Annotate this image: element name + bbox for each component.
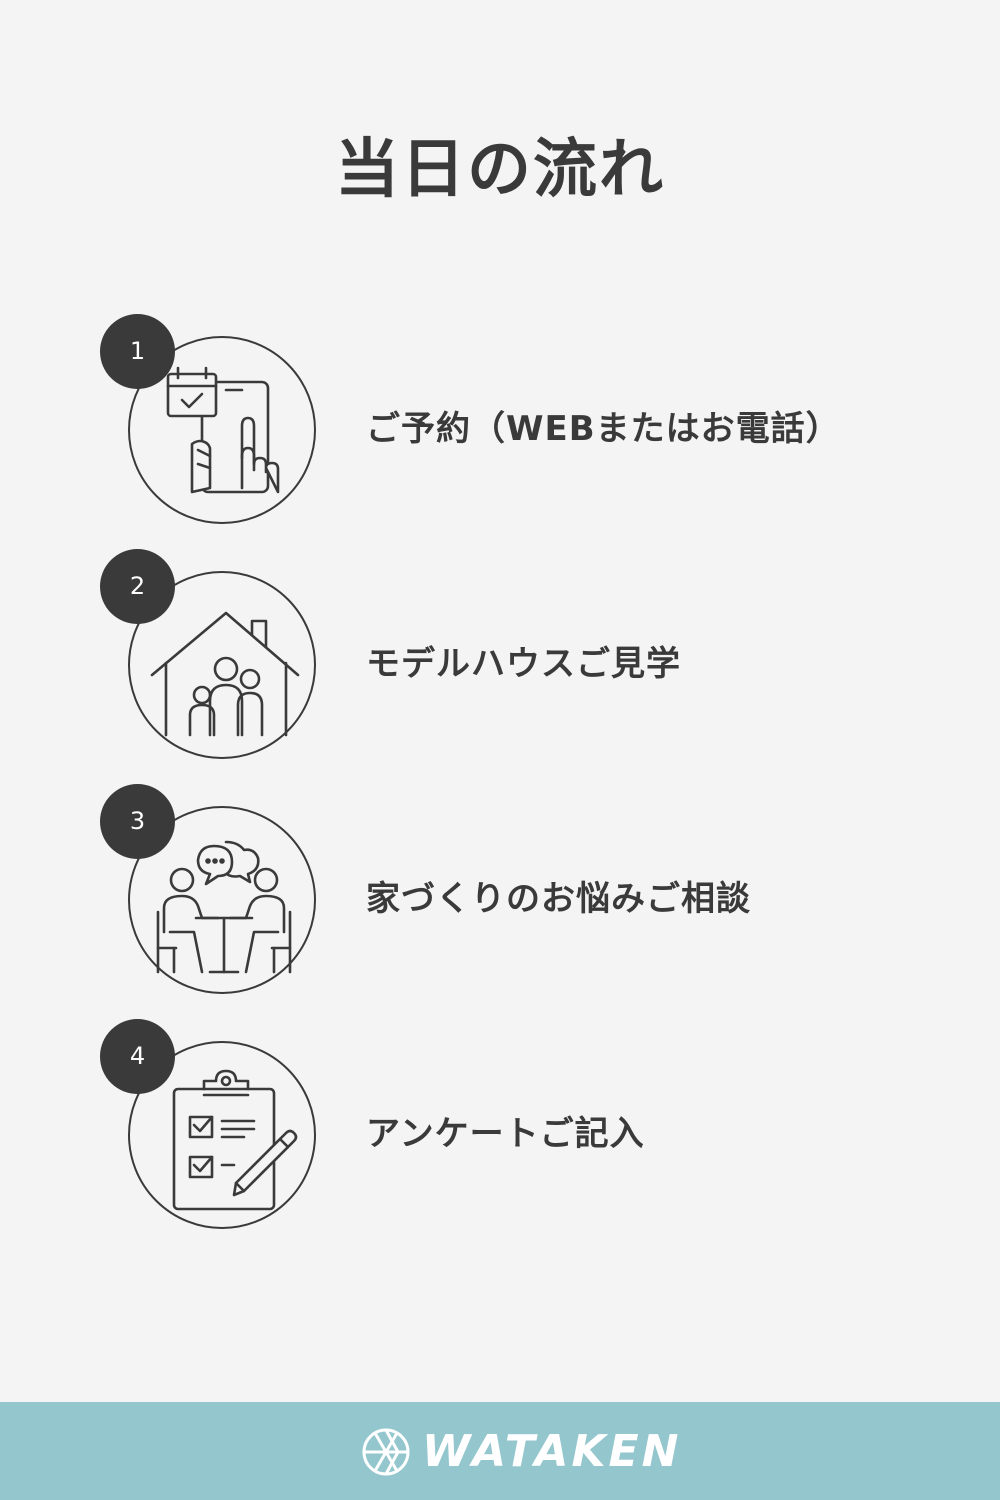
house-family-icon <box>150 611 300 737</box>
footer-bar: WATAKEN <box>0 1402 1000 1500</box>
page-title: 当日の流れ <box>335 133 665 207</box>
wataken-logo: WATAKEN <box>360 1426 681 1478</box>
step-4-number-badge: 4 <box>100 1019 175 1094</box>
step-2-label: モデルハウスご見学 <box>366 644 681 684</box>
consultation-meeting-icon <box>156 840 292 974</box>
step-4-label: アンケートご記入 <box>366 1114 645 1154</box>
step-1: 1 ご予約（WEBまたはお電話） <box>100 314 960 534</box>
logo-mark-icon <box>362 1428 410 1476</box>
step-2-number-badge: 2 <box>100 549 175 624</box>
step-3: 3 家づくりのお悩みご相談 <box>100 784 960 1004</box>
step-3-number-badge: 3 <box>100 784 175 859</box>
step-4: 4 アンケートご記入 <box>100 1019 960 1239</box>
step-4-icon-frame <box>128 1041 316 1229</box>
step-1-label: ご予約（WEBまたはお電話） <box>366 409 841 449</box>
step-3-label: 家づくりのお悩みご相談 <box>366 879 751 919</box>
clipboard-checklist-icon <box>172 1069 298 1211</box>
logo-text: WATAKEN <box>422 1426 682 1477</box>
step-2: 2 モデルハウスご見学 <box>100 549 960 769</box>
calendar-smartphone-icon <box>166 366 280 494</box>
step-1-number-badge: 1 <box>100 314 175 389</box>
